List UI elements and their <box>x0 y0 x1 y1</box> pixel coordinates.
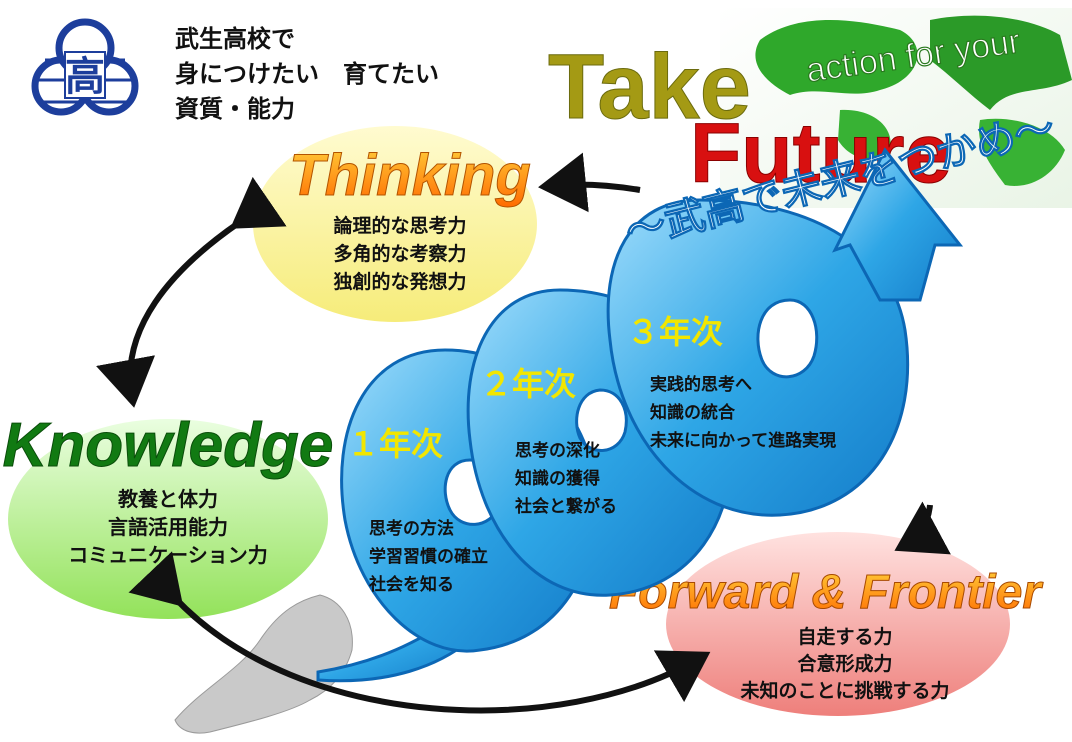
group-thinking: Thinking 論理的な思考力 多角的な考察力 独創的な発想力 <box>253 126 537 322</box>
knowledge-item-2: 言語活用能力 <box>108 515 228 539</box>
year-2-item-2: 知識の獲得 <box>514 468 600 489</box>
arrow-thinking-knowledge <box>96 176 287 408</box>
map-continent-4 <box>838 109 891 159</box>
year-3-label: ３年次 <box>627 313 723 351</box>
intro-line-3: 資質・能力 <box>175 95 295 123</box>
thinking-item-3: 独創的な発想力 <box>333 270 466 293</box>
arrow-to-thinking <box>538 152 641 213</box>
year-2-item-1: 思考の深化 <box>515 440 600 461</box>
forward-ellipse <box>666 532 1010 716</box>
knowledge-item-3: コミュニケーション力 <box>68 543 268 567</box>
year-3-item-1: 実践的思考へ <box>650 374 752 395</box>
year-1-item-3: 社会を知る <box>368 574 454 595</box>
forward-item-1: 自走する力 <box>797 625 892 648</box>
thinking-ellipse <box>253 126 537 322</box>
map-continent-1 <box>755 20 918 95</box>
year-1-item-1: 思考の方法 <box>369 518 454 539</box>
thinking-item-2: 多角的な考察力 <box>333 242 466 265</box>
arrow-knowledge-forward <box>128 551 711 714</box>
group-knowledge: Knowledge 教養と体力 言語活用能力 コミュニケーション力 <box>2 411 334 619</box>
spiral-loop-3 <box>606 198 910 517</box>
map-continent-3 <box>979 118 1065 186</box>
school-crest-icon: 高 <box>31 18 139 116</box>
logo-glyph: 高 <box>65 54 105 100</box>
knowledge-title: Knowledge <box>3 411 334 480</box>
forward-item-3: 未知のことに挑戦する力 <box>739 679 949 702</box>
year-1-item-2: 学習習慣の確立 <box>369 546 488 567</box>
year-3-item-2: 知識の統合 <box>649 402 736 423</box>
year-1-label: １年次 <box>347 425 443 463</box>
year-2-label: ２年次 <box>480 365 576 403</box>
cycle-arrows <box>96 152 951 714</box>
intro-line-1: 武生高校で <box>175 25 295 53</box>
spiral-arrowhead <box>832 147 964 302</box>
slogan-take: Take <box>548 36 751 138</box>
arrow-to-forward <box>894 501 951 555</box>
map-continent-2 <box>930 15 1072 110</box>
knowledge-item-1: 教養と体力 <box>118 487 218 511</box>
thinking-title: Thinking <box>289 143 531 208</box>
intro-text: 武生高校で 身につけたい 育てたい 資質・能力 <box>175 25 439 123</box>
year-2-item-3: 社会と繋がる <box>514 496 617 517</box>
intro-line-2: 身につけたい 育てたい <box>175 60 439 88</box>
forward-item-2: 合意形成力 <box>797 652 892 675</box>
thinking-item-1: 論理的な思考力 <box>333 214 466 237</box>
year-3-item-3: 未来に向かって進路実現 <box>649 430 836 451</box>
